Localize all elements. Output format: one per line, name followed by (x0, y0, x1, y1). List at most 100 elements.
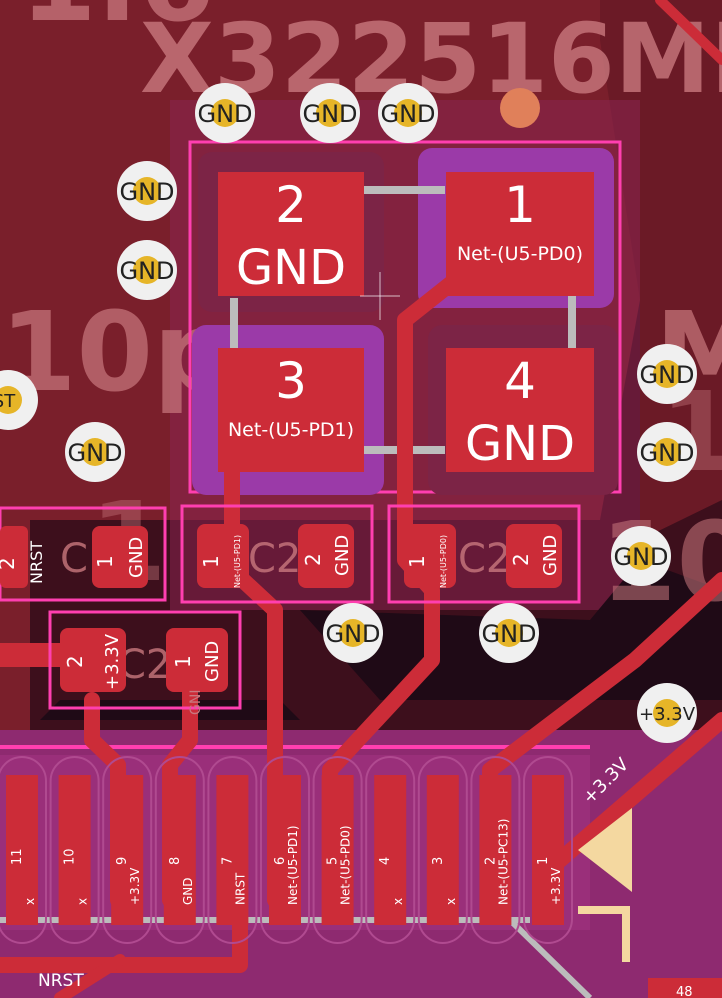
pad-net: +3.3V (102, 633, 123, 690)
pad-shape[interactable] (218, 348, 364, 472)
pad-number: 1 (171, 655, 195, 668)
pad-shape[interactable] (446, 348, 594, 472)
pin1-triangle-marker (578, 808, 632, 892)
connector-pin[interactable]: 1+3.3V (523, 756, 573, 944)
via-label: GND (613, 543, 668, 571)
connector-pin[interactable]: 4x (365, 756, 416, 944)
pin-net: Net-(U5-PD1) (286, 825, 300, 905)
pin-pad[interactable] (6, 775, 38, 925)
cap-pad-2[interactable] (60, 628, 126, 692)
via-3v3[interactable]: +3.3V (637, 683, 697, 743)
via-partial[interactable]: ST (0, 370, 38, 430)
vias: GND GND GND GND GND GND GND GND GND GND … (0, 83, 697, 743)
trace-bottom[interactable] (54, 954, 126, 998)
pin-pad[interactable] (426, 775, 459, 925)
pin-pad[interactable] (58, 775, 91, 925)
pad-number: 2 (0, 557, 19, 570)
connector-pin[interactable]: 9+3.3V (102, 756, 153, 944)
cap-c2[interactable]: C2 1 Net-(U5-PD1) 2 GND (197, 524, 354, 588)
pin-pad[interactable] (374, 775, 407, 925)
crystal-pad-1[interactable]: 1 Net-(U5-PD0) (446, 172, 594, 296)
pin-net: x (444, 898, 458, 905)
cap-c26-outline (48, 610, 242, 710)
pin-pad[interactable] (216, 775, 249, 925)
cap-pad-1[interactable] (197, 524, 249, 588)
via-gnd[interactable]: GND (323, 603, 383, 663)
via-label: GND (302, 100, 357, 128)
via-label: GND (380, 100, 435, 128)
gray-trace-diag (507, 917, 593, 998)
pin-pad[interactable] (163, 775, 196, 925)
pin-outline (523, 756, 573, 944)
cap-pad-1[interactable] (92, 526, 148, 588)
via-gnd[interactable]: GND (637, 422, 697, 482)
cap-pad-2[interactable] (506, 524, 562, 588)
trace-pd0[interactable] (322, 262, 476, 908)
via-gnd[interactable]: GND (611, 526, 671, 586)
crystal-pad-4[interactable]: 4 GND (446, 348, 594, 472)
cap-pad-2[interactable] (298, 524, 354, 588)
connector-pin[interactable]: 3x (417, 756, 468, 944)
pin-net: GND (181, 877, 195, 905)
via-hole (653, 438, 681, 466)
cap-pad-1[interactable] (166, 628, 228, 692)
pin-pad[interactable] (111, 775, 144, 925)
pin-number: 11 (10, 848, 25, 865)
pin-number: 2 (483, 857, 498, 865)
pin-outline (0, 756, 47, 944)
via-label: GND (119, 178, 174, 206)
corner-pad[interactable] (648, 978, 722, 998)
trace-top-right[interactable] (655, 0, 722, 65)
via-label: GND (639, 439, 694, 467)
pad-net: Net-(U5-PD1) (233, 535, 242, 588)
via-gnd[interactable]: GND (300, 83, 360, 143)
pin-net: x (23, 898, 37, 905)
pad-number: 1 (504, 176, 536, 234)
crystal-pad-3[interactable]: 3 Net-(U5-PD1) (218, 348, 364, 472)
pad-shape[interactable] (218, 172, 364, 296)
cap-c26[interactable]: C26 2 +3.3V 1 GND GNI (60, 628, 228, 715)
pad-net: GND (236, 240, 346, 296)
connector-pin[interactable]: 10x (49, 756, 100, 944)
trace-3v3-diag[interactable] (552, 712, 722, 868)
via-gnd[interactable]: GND (117, 161, 177, 221)
pin-net: x (76, 898, 90, 905)
cap-pad-1[interactable] (404, 524, 456, 588)
cap-c2-outline (180, 504, 374, 604)
pin-net: x (391, 898, 405, 905)
pad-shape[interactable] (446, 172, 594, 296)
via-hole (394, 99, 422, 127)
pad-net: GND (332, 535, 353, 576)
pad-number: 1 (199, 555, 223, 568)
pin-pad[interactable] (269, 775, 301, 925)
pad-net: GND (465, 416, 575, 472)
via-hole (495, 619, 523, 647)
cap-c1[interactable]: C1 2 NRST 1 GND (0, 526, 148, 588)
cap-pad-2[interactable] (0, 526, 28, 588)
via-hole (653, 699, 681, 727)
cap-c27[interactable]: C27 1 Net-(U5-PD0) 2 GND (404, 524, 562, 588)
pad-number: 2 (301, 553, 325, 566)
cap-ref: C2 (248, 536, 301, 582)
via-gnd[interactable]: GND (637, 344, 697, 404)
pin-pad[interactable] (321, 775, 354, 925)
pin-pad[interactable] (532, 775, 564, 925)
pin-number: 6 (273, 857, 288, 865)
pin-number: 3 (431, 857, 446, 865)
via-gnd[interactable]: GND (195, 83, 255, 143)
via-gnd[interactable]: GND (117, 240, 177, 300)
pin-pad[interactable] (479, 775, 512, 925)
via-gnd[interactable]: GND (65, 422, 125, 482)
connector-pin[interactable]: 11 x (0, 756, 47, 944)
via-label: GND (197, 100, 252, 128)
crystal-pad-2[interactable]: 2 GND (218, 172, 364, 296)
via-gnd[interactable]: GND (479, 603, 539, 663)
trace-pd1[interactable] (224, 462, 283, 908)
via-gnd[interactable]: GND (378, 83, 438, 143)
